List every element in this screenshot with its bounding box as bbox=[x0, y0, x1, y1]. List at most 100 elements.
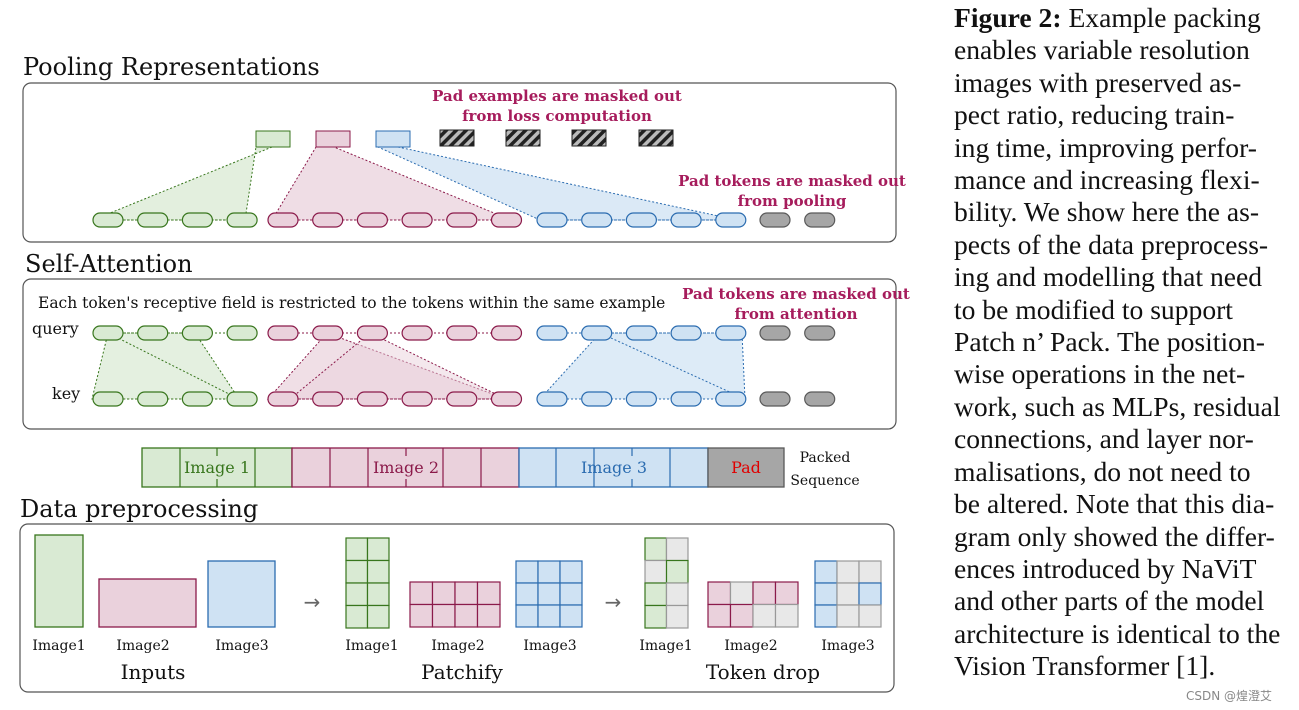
token-image1 bbox=[181, 212, 213, 228]
token-image3 bbox=[625, 325, 658, 341]
token-image3 bbox=[670, 212, 702, 228]
label-key: key bbox=[52, 384, 80, 403]
token-image2 bbox=[490, 325, 523, 341]
stage-label-token-drop: Token drop bbox=[706, 660, 820, 684]
token-pad bbox=[804, 212, 836, 228]
packed-segment-image3 bbox=[518, 447, 709, 488]
patchify-image1-patch bbox=[345, 559, 369, 584]
token-image2 bbox=[312, 391, 344, 407]
packed-label-image3: Image 3 bbox=[581, 458, 647, 477]
input-image2 bbox=[98, 578, 197, 628]
preprocess-label-drop-image1: Image1 bbox=[639, 638, 692, 654]
token-image2 bbox=[490, 212, 523, 228]
input-image3 bbox=[207, 560, 276, 628]
caption-line: enables variable resolution bbox=[954, 34, 1250, 66]
attention-line-image3 bbox=[599, 332, 746, 400]
attention-region-image2-b bbox=[288, 332, 507, 400]
drop-image3-dropped-patch bbox=[836, 604, 860, 628]
preprocess-label-drop-image2: Image2 bbox=[724, 638, 777, 654]
patchify-image1-patch bbox=[345, 537, 369, 562]
token-pad bbox=[804, 391, 836, 407]
preprocess-label-input-image3: Image3 bbox=[215, 638, 268, 654]
token-image2 bbox=[401, 391, 433, 407]
token-image2 bbox=[267, 212, 299, 228]
pooled-token-pad bbox=[439, 129, 475, 147]
token-image3 bbox=[670, 325, 702, 341]
token-pad bbox=[759, 212, 791, 228]
token-image1 bbox=[181, 391, 213, 407]
note-pad-pooling-line1: Pad tokens are masked out bbox=[678, 172, 906, 190]
drop-image1-patch bbox=[644, 582, 668, 607]
token-image3 bbox=[625, 391, 658, 407]
patchify-image3-patch bbox=[515, 582, 539, 606]
token-image2 bbox=[312, 212, 344, 228]
patchify-image2-patch bbox=[454, 603, 479, 628]
attention-panel bbox=[22, 278, 897, 430]
patchify-image2-patch bbox=[476, 581, 501, 606]
patchify-image2-patch bbox=[409, 603, 434, 628]
pooled-token-image1 bbox=[255, 130, 291, 148]
token-image1 bbox=[181, 325, 213, 341]
attention-region-image1 bbox=[91, 332, 240, 400]
token-image1 bbox=[92, 212, 124, 228]
token-image3 bbox=[536, 325, 568, 341]
label-query: query bbox=[32, 319, 79, 338]
section-title-pooling: Pooling Representations bbox=[23, 53, 320, 81]
pooled-token-pad bbox=[505, 129, 541, 147]
pooled-token-image2 bbox=[315, 130, 351, 148]
patchify-image2-patch bbox=[431, 603, 456, 628]
pool-region-image1 bbox=[92, 146, 273, 221]
patchify-image1-patch bbox=[366, 559, 390, 584]
token-image3 bbox=[715, 391, 747, 407]
drop-image1-patch bbox=[665, 559, 689, 584]
token-image2 bbox=[356, 212, 388, 228]
preprocessing-panel bbox=[19, 523, 895, 693]
token-pad bbox=[759, 325, 791, 341]
drop-image2-patch bbox=[729, 603, 754, 628]
patchify-image2-patch bbox=[409, 581, 434, 606]
drop-image1-patch bbox=[644, 537, 668, 562]
key-token-row bbox=[92, 391, 836, 407]
note-pad-attention-line2: from attention bbox=[734, 305, 857, 323]
arrow-icon: → bbox=[304, 590, 321, 614]
drop-image3-dropped-patch bbox=[858, 560, 882, 584]
token-image2 bbox=[401, 325, 433, 341]
drop-image1-dropped-patch bbox=[665, 537, 689, 562]
drop-image2-patch bbox=[774, 581, 799, 606]
token-image3 bbox=[670, 391, 702, 407]
drop-image1-dropped-patch bbox=[644, 559, 668, 584]
token-image2 bbox=[312, 325, 344, 341]
stage-label-patchify: Patchify bbox=[421, 660, 503, 684]
caption-line: be altered. Note that this dia- bbox=[954, 488, 1275, 520]
note-receptive-field: Each token's receptive field is restrict… bbox=[38, 294, 665, 312]
pooled-token-image3 bbox=[375, 130, 411, 148]
preprocess-label-patch-image1: Image1 bbox=[345, 638, 398, 654]
token-pad bbox=[804, 325, 836, 341]
query-token-row bbox=[92, 325, 836, 341]
patchify-image3-patch bbox=[515, 604, 539, 628]
patchify-image2-patch bbox=[431, 581, 456, 606]
caption-line: images with preserved as- bbox=[954, 66, 1242, 98]
arrow-icon: → bbox=[605, 590, 622, 614]
attention-region-image3 bbox=[538, 332, 746, 400]
token-image2 bbox=[267, 391, 299, 407]
patchify-image1-patch bbox=[366, 537, 390, 562]
stage-label-inputs: Inputs bbox=[121, 660, 186, 684]
note-pad-attention-line1: Pad tokens are masked out bbox=[682, 285, 910, 303]
token-image1 bbox=[92, 391, 124, 407]
patchify-image3-patch bbox=[515, 560, 539, 584]
caption-line: ences introduced by NaViT bbox=[954, 552, 1257, 584]
caption-line: gram only showed the differ- bbox=[954, 520, 1275, 552]
token-image1 bbox=[92, 325, 124, 341]
note-pad-examples-line1: Pad examples are masked out bbox=[432, 87, 682, 105]
token-image2 bbox=[267, 325, 299, 341]
caption-line: Figure 2: Example packing bbox=[954, 2, 1288, 34]
caption-line: wise operations in the net- bbox=[954, 358, 1246, 390]
pooled-token-pad bbox=[638, 129, 674, 147]
patchify-image3-patch bbox=[537, 560, 561, 584]
caption-line: bility. We show here the as- bbox=[954, 196, 1260, 228]
preprocess-label-input-image2: Image2 bbox=[116, 638, 169, 654]
drop-image3-patch bbox=[814, 582, 838, 606]
packed-dividers bbox=[179, 448, 671, 487]
drop-image2-patch bbox=[707, 603, 732, 628]
